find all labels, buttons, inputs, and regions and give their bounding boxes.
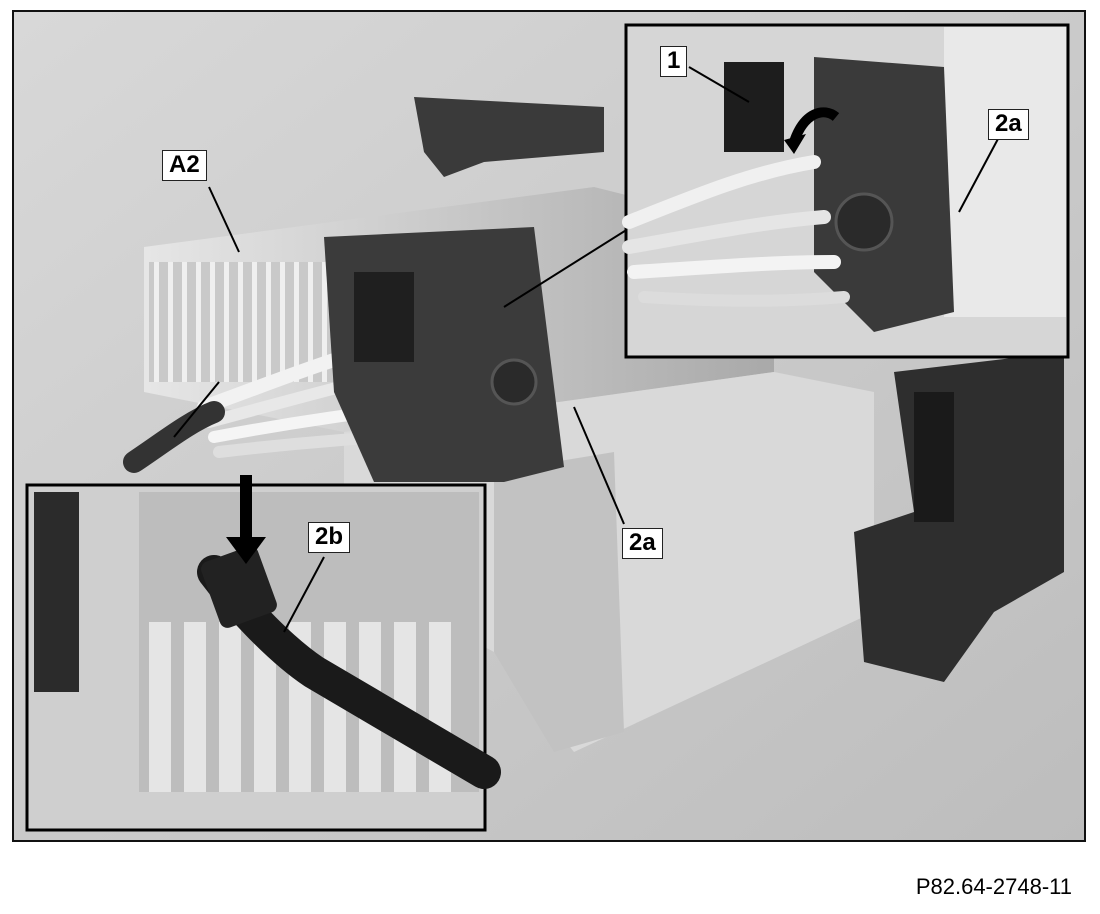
connector-2a-inset: [814, 57, 954, 332]
inset-leader-line-2: [173, 381, 220, 438]
callout-2a-inset: 2a: [988, 109, 1029, 140]
component-photo: [14, 12, 1084, 840]
photo-figure: A2 1 2a 2a 2b: [12, 10, 1086, 842]
detail-inset-top: [622, 23, 1070, 359]
figure-reference-caption: P82.64-2748-11: [915, 874, 1072, 899]
release-arrow-icon: [789, 107, 840, 144]
callout-1: 1: [660, 46, 688, 77]
rear-bracket: [414, 97, 604, 177]
inset-leader-line-1: [503, 221, 640, 308]
callout-2a-main: 2a: [622, 528, 663, 559]
mount-bracket: [854, 352, 1064, 682]
detail-inset-bottom: [25, 475, 501, 832]
callout-2b: 2b: [308, 522, 351, 553]
callout-a2: A2: [162, 150, 207, 181]
